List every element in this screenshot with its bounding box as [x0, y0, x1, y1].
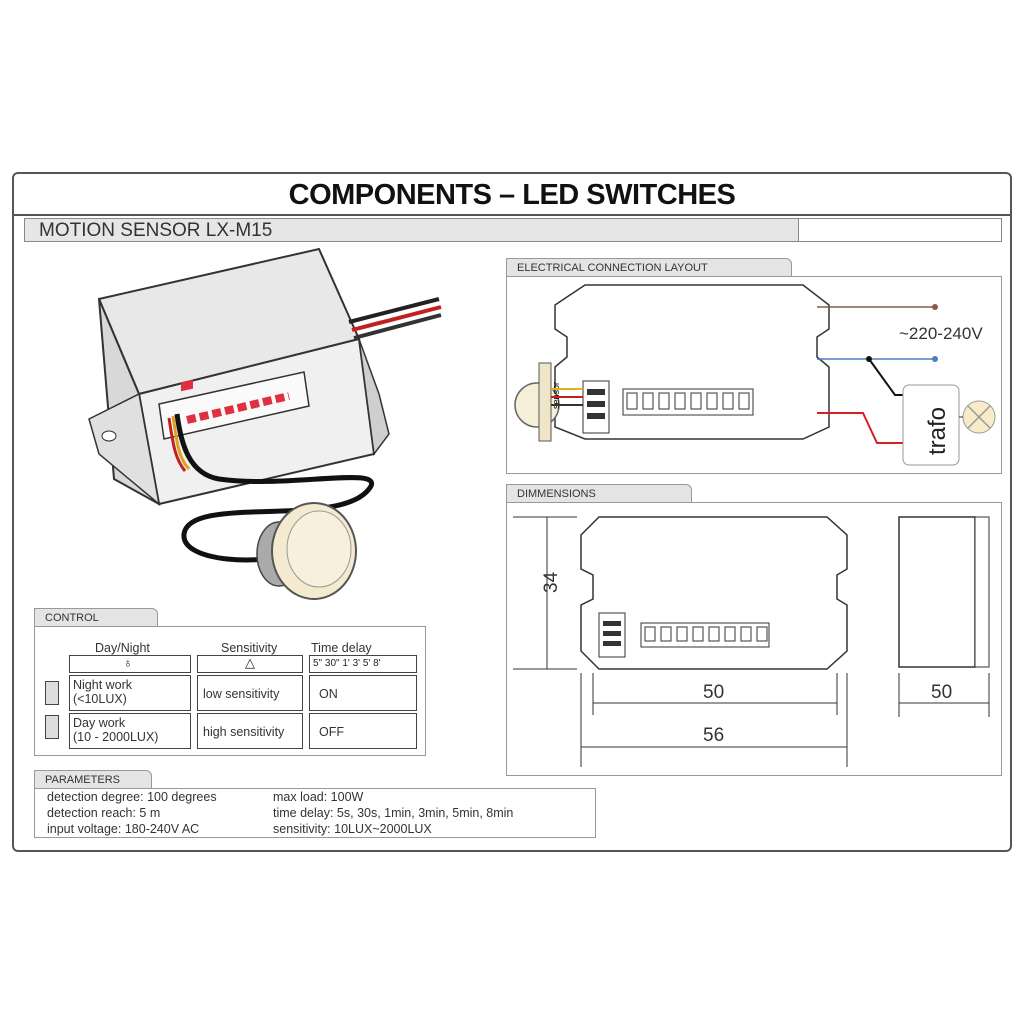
dip-panel	[158, 371, 310, 440]
product-bar: MOTION SENSOR LX-M15	[24, 218, 1002, 242]
time-ticks: 5" 30" 1' 3' 5' 8'	[313, 658, 381, 669]
product-bar-blank	[798, 219, 1001, 241]
dim-outer-width: 56	[703, 725, 724, 746]
left-flange	[88, 392, 161, 506]
param-detection-reach: detection reach: 5 m	[47, 806, 161, 820]
col-time-delay: Time delay	[311, 641, 372, 655]
parameters-tab: PARAMETERS	[34, 770, 152, 788]
bulb-icon: ♁	[123, 655, 133, 670]
param-sensitivity: sensitivity: 10LUX~2000LUX	[273, 822, 432, 836]
page-title: COMPONENTS – LED SWITCHES	[14, 174, 1010, 216]
dim-height: 34	[541, 571, 562, 593]
product-name: MOTION SENSOR LX-M15	[39, 220, 273, 241]
param-input-voltage: input voltage: 180-240V AC	[47, 822, 200, 836]
dim-inner-width: 50	[703, 682, 724, 703]
time-header	[309, 655, 417, 673]
delay-off: OFF	[319, 725, 344, 739]
trafo-label: trafo	[924, 407, 951, 455]
night-work: Night work (<10LUX)	[73, 678, 133, 706]
sensitivity-header	[197, 655, 303, 673]
dim-depth: 50	[931, 682, 952, 703]
daynight-header	[69, 655, 191, 673]
row1-delay	[309, 675, 417, 711]
row2-daynight	[69, 713, 191, 749]
triangle-icon: △	[245, 655, 255, 670]
high-sensitivity: high sensitivity	[203, 725, 285, 739]
control-panel: Day/Night Sensitivity Time delay 5" 30" …	[34, 626, 426, 756]
control-tab: CONTROL	[34, 608, 158, 626]
param-time-delay: time delay: 5s, 30s, 1min, 3min, 5min, 8…	[273, 806, 514, 820]
switch-icon-1	[45, 681, 59, 705]
product-illustration	[88, 247, 442, 600]
col-daynight: Day/Night	[95, 641, 150, 655]
connection-diagram: sensor ~220-240V trafo	[514, 284, 996, 466]
datasheet: COMPONENTS – LED SWITCHES MOTION SENSOR …	[12, 172, 1012, 852]
switch-icon-2	[45, 715, 59, 739]
param-max-load: max load: 100W	[273, 790, 364, 804]
sensor-label: sensor	[551, 382, 561, 409]
day-work: Day work (10 - 2000LUX)	[73, 716, 159, 744]
housing-right-side	[358, 338, 390, 456]
dip-switches	[181, 379, 193, 392]
dimensions-diagram: 34 50 56 50	[513, 516, 990, 767]
row2-delay	[309, 713, 417, 749]
connection-panel: sensor ~220-240V trafo	[506, 276, 1002, 474]
low-sensitivity: low sensitivity	[203, 687, 280, 701]
col-sensitivity: Sensitivity	[221, 641, 278, 655]
dimensions-panel: 34 50 56 50	[506, 502, 1002, 776]
voltage-label: ~220-240V	[899, 324, 983, 343]
dimensions-tab: DIMMENSIONS	[506, 484, 692, 502]
row2-sens	[197, 713, 303, 749]
connection-tab: ELECTRICAL CONNECTION LAYOUT	[506, 258, 792, 276]
param-detection-degree: detection degree: 100 degrees	[47, 790, 217, 804]
row1-sens	[197, 675, 303, 711]
row1-daynight	[69, 675, 191, 711]
parameters-panel: detection degree: 100 degrees detection …	[34, 788, 596, 838]
delay-on: ON	[319, 687, 338, 701]
